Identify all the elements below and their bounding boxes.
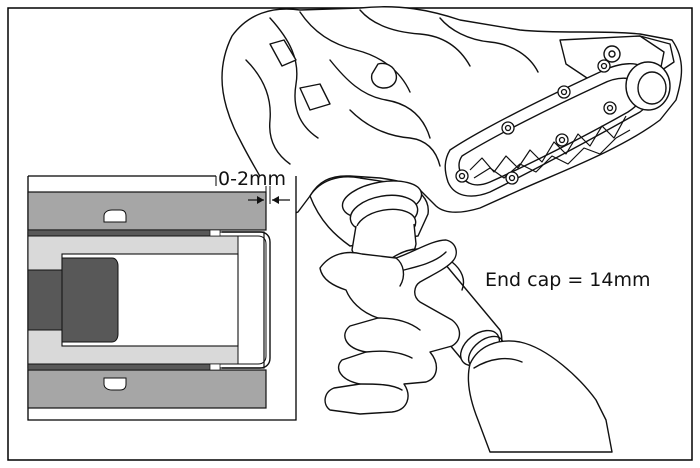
housing-section-top (27, 191, 267, 231)
end-cap-outline (222, 231, 271, 369)
housing-section-bottom (27, 369, 267, 409)
end-cap-label: End cap = 14mm (485, 269, 651, 291)
gap-label: 0-2mm (218, 168, 286, 190)
hand-with-driver (319, 239, 613, 453)
inset-cross-section (27, 175, 297, 421)
bolted-cover-plate (444, 61, 671, 197)
cover-bolts (455, 59, 617, 185)
transfer-case-housing (221, 6, 683, 215)
